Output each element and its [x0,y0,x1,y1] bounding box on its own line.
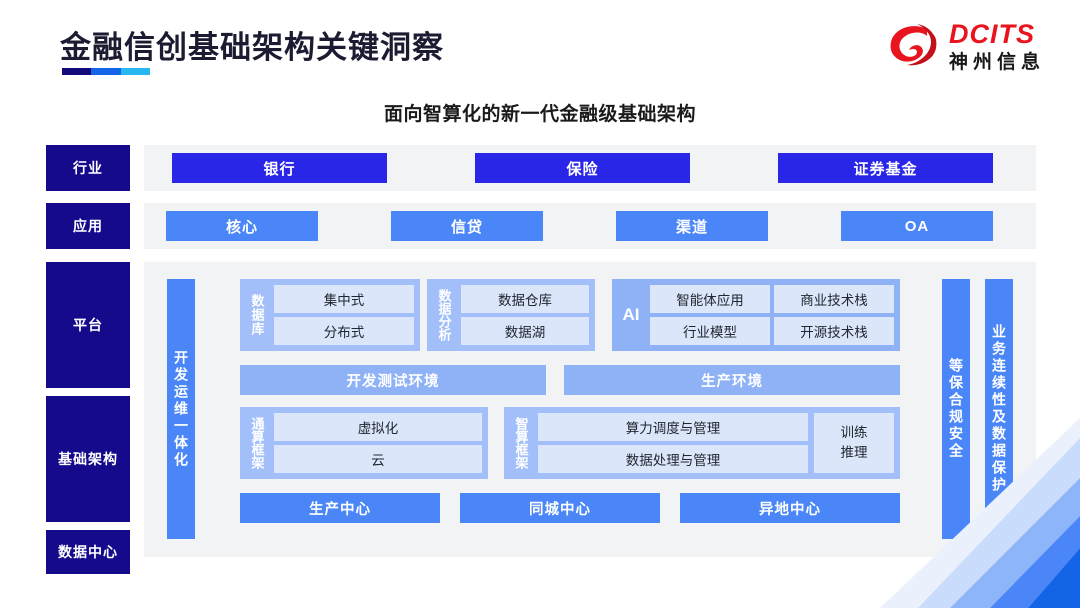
group-intelligent-compute-body: 算力调度与管理 数据处理与管理 训练 推理 [538,413,894,473]
cell-data-lake[interactable]: 数据湖 [461,317,589,345]
platform-inner-content: 数据库 集中式 分布式 数据分析 数据仓库 数据湖 AI 智能体应用 [240,279,928,539]
industry-chip-securities[interactable]: 证券基金 [778,153,993,183]
logo-text-en: DCITS [948,18,1035,49]
industry-chip-insurance[interactable]: 保险 [475,153,690,183]
group-general-compute-body: 虚拟化 云 [274,413,482,473]
sidebar-compliance-security: 等保合规安全 [942,279,970,539]
group-ai: AI 智能体应用 商业技术栈 行业模型 开源技术栈 [612,279,900,351]
brand-logo: DCITS 神州信息 [886,20,1045,72]
cell-opensource-stack[interactable]: 开源技术栈 [774,317,894,345]
row-label-datacenter: 数据中心 [46,530,130,574]
cell-cloud[interactable]: 云 [274,445,482,473]
group-database-body: 集中式 分布式 [274,285,414,345]
logo-wordmark: DCITS 神州信息 [948,18,1045,73]
platform-panel: 开发运维一体化 等保合规安全 业务连续性及数据保护 数据库 集中式 分布式 数据… [144,262,1036,557]
application-row: 核心 信贷 渠道 OA [144,203,1036,249]
row-label-infrastructure: 基础架构 [46,396,130,522]
bar-remote-center[interactable]: 异地中心 [680,493,900,523]
cell-industry-models[interactable]: 行业模型 [650,317,770,345]
group-intelligent-compute-framework: 智算框架 算力调度与管理 数据处理与管理 训练 推理 [504,407,900,479]
rule-segment-dark [62,68,92,75]
rule-segment-mid [91,68,121,75]
cell-compute-scheduling[interactable]: 算力调度与管理 [538,413,808,441]
group-intelligent-compute-label: 智算框架 [513,417,529,469]
application-chip-core[interactable]: 核心 [166,211,318,241]
group-database: 数据库 集中式 分布式 [240,279,420,351]
industry-row: 银行 保险 证券基金 [144,145,1036,191]
inference-label: 推理 [840,445,868,460]
intelligent-compute-stack: 算力调度与管理 数据处理与管理 [538,413,808,473]
bar-production-center[interactable]: 生产中心 [240,493,440,523]
diagram-subtitle: 面向智算化的新一代金融级基础架构 [383,104,696,125]
cell-virtualization[interactable]: 虚拟化 [274,413,482,441]
cell-distributed[interactable]: 分布式 [274,317,414,345]
training-label: 训练 [840,425,868,441]
bar-production-environment[interactable]: 生产环境 [564,365,900,395]
application-chip-oa[interactable]: OA [841,211,993,241]
cell-data-warehouse[interactable]: 数据仓库 [461,285,589,313]
row-label-industry: 行业 [46,145,130,191]
cell-data-processing[interactable]: 数据处理与管理 [538,445,808,473]
bar-dev-test-environment[interactable]: 开发测试环境 [240,365,546,395]
group-general-compute-framework: 通算框架 虚拟化 云 [240,407,488,479]
application-chip-credit[interactable]: 信贷 [391,211,543,241]
cell-agent-applications[interactable]: 智能体应用 [650,285,770,313]
rule-segment-light [120,68,150,75]
group-data-analysis: 数据分析 数据仓库 数据湖 [427,279,595,351]
page-title: 金融信创基础架构关键洞察 [60,30,444,65]
group-general-compute-label: 通算框架 [249,417,265,469]
cell-centralized[interactable]: 集中式 [274,285,414,313]
row-label-platform: 平台 [46,262,130,388]
group-database-label: 数据库 [249,294,265,336]
group-ai-grid: 智能体应用 商业技术栈 行业模型 开源技术栈 [650,285,894,345]
group-data-analysis-label: 数据分析 [436,289,452,341]
logo-text-cn: 神州信息 [948,51,1045,73]
bar-same-city-center[interactable]: 同城中心 [460,493,660,523]
application-chip-channel[interactable]: 渠道 [616,211,768,241]
row-label-application: 应用 [46,203,130,249]
sidebar-business-continuity: 业务连续性及数据保护 [985,279,1013,539]
group-data-analysis-body: 数据仓库 数据湖 [461,285,589,345]
title-underline-rule [62,68,150,75]
industry-chip-bank[interactable]: 银行 [172,153,387,183]
cell-commercial-stack[interactable]: 商业技术栈 [774,285,894,313]
sidebar-devops-integration: 开发运维一体化 [167,279,195,539]
cell-training-inference[interactable]: 训练 推理 [814,413,894,473]
group-ai-label: AI [622,305,640,324]
dcits-swirl-icon [886,20,940,72]
